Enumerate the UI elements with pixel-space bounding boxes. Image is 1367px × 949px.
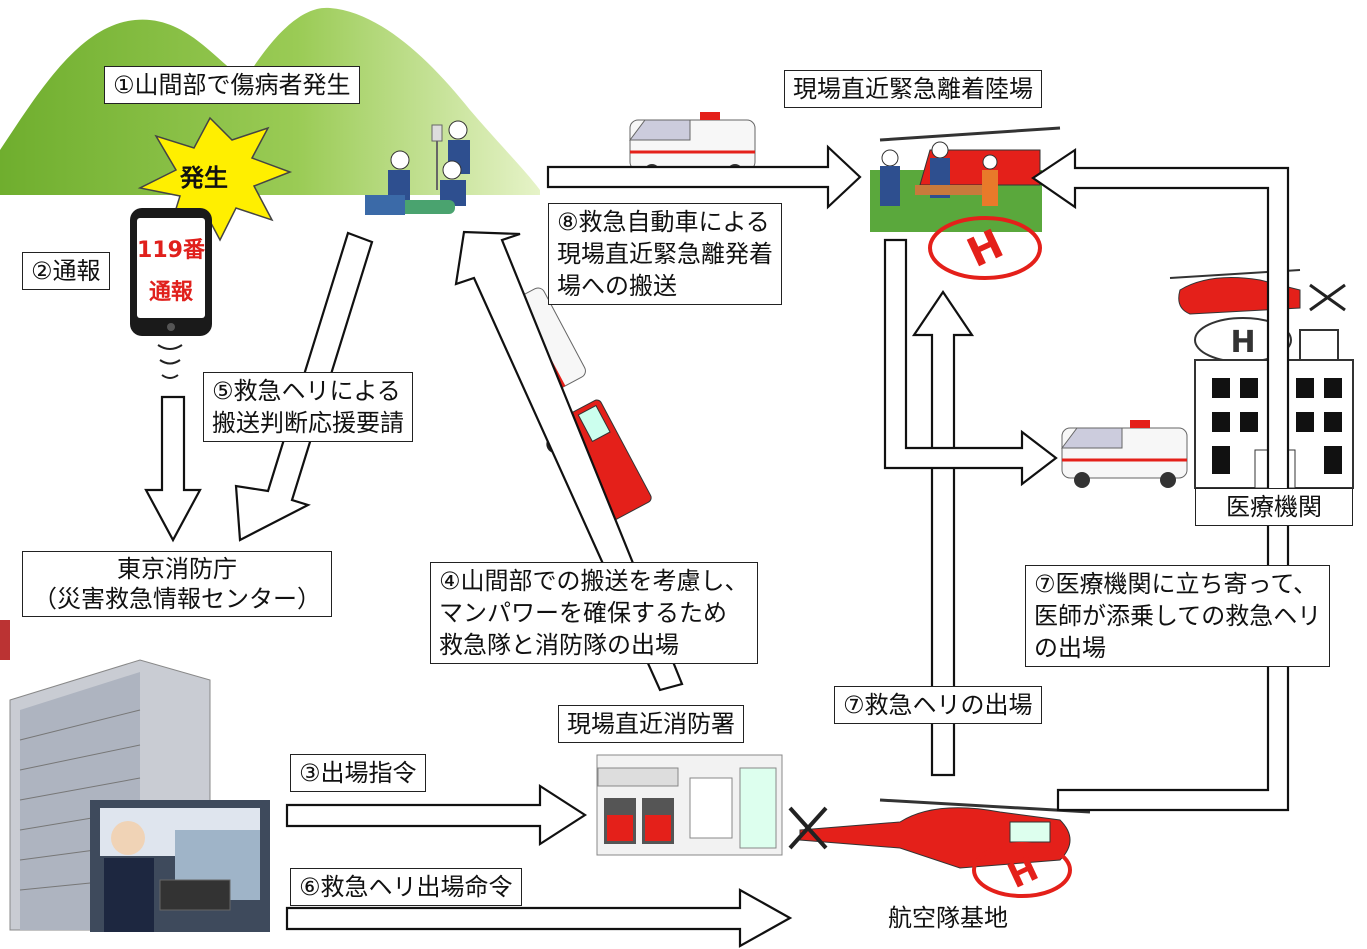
rescue-team-illustration	[365, 120, 470, 215]
arrow-dispatch-order	[285, 783, 588, 847]
step8-line1: ⑧救急自動車による	[557, 208, 770, 236]
step8-line3: 場への搬送	[557, 272, 677, 300]
arrow-to-hospital	[883, 238, 1058, 487]
smartphone-icon	[130, 208, 212, 379]
step7b-line3: の出場	[1034, 634, 1106, 662]
step5-line1: ⑤救急ヘリによる	[212, 377, 401, 405]
step6-label: ⑥救急ヘリ出場命令	[290, 868, 522, 906]
air-base-label: 航空隊基地	[888, 904, 1008, 932]
landing-site-illustration	[870, 126, 1061, 232]
step7b-label: ⑦医療機関に立ち寄って、 医師が添乗しての救急ヘリ の出場	[1025, 565, 1331, 667]
step7a-label: ⑦救急ヘリの出場	[834, 686, 1042, 724]
helicopter-base-illustration	[788, 798, 1091, 869]
operator-photo	[90, 800, 270, 932]
nearest-station-label: 現場直近消防署	[558, 705, 744, 743]
step5-line2: 搬送判断応援要請	[212, 409, 404, 437]
tokyo-fd-label: 東京消防庁 （災害救急情報センター）	[22, 551, 332, 617]
step8-label: ⑧救急自動車による 現場直近緊急離発着 場への搬送	[548, 203, 782, 305]
step1-label: ①山間部で傷病者発生	[104, 66, 360, 104]
svg-text:H: H	[1230, 325, 1255, 360]
fire-station-illustration	[596, 754, 783, 856]
arrow-to-landing-site	[546, 144, 862, 210]
step4-line2: マンパワーを確保するため	[439, 599, 727, 627]
step8-line2: 現場直近緊急離発着	[557, 240, 773, 268]
ambulance-hospital-illustration	[1061, 420, 1188, 488]
base-helipad-icon: H	[972, 842, 1072, 898]
step7b-line2: 医師が添乗しての救急ヘリ	[1034, 602, 1322, 630]
arrow-heli-order	[285, 888, 793, 948]
landing-site-label: 現場直近緊急離着陸場	[784, 70, 1042, 108]
step4-line3: 救急隊と消防隊の出場	[439, 631, 679, 659]
step2-label: ②通報	[22, 252, 110, 290]
step7b-line1: ⑦医療機関に立ち寄って、	[1034, 570, 1318, 598]
step3-label: ③出場指令	[290, 754, 426, 792]
tokyo-fd-line2: （災害救急情報センター）	[33, 585, 321, 613]
helipad-icon: H	[928, 216, 1042, 280]
step5-label: ⑤救急ヘリによる 搬送判断応援要請	[203, 372, 413, 442]
step4-line1: ④山間部での搬送を考慮し、	[439, 567, 749, 595]
hospital-label: 医療機関	[1195, 488, 1353, 526]
occurrence-label: 発生	[180, 164, 228, 192]
arrow-report-down	[144, 395, 202, 543]
phone-label-119: 119番	[137, 238, 205, 263]
step4-label: ④山間部での搬送を考慮し、 マンパワーを確保するため 救急隊と消防隊の出場	[430, 562, 758, 664]
helicopter-hospital-illustration	[1169, 269, 1346, 315]
phone-label-report: 通報	[148, 280, 193, 305]
tokyo-fd-line1: 東京消防庁	[117, 555, 237, 583]
arrow-via-hospital	[1031, 147, 1290, 812]
